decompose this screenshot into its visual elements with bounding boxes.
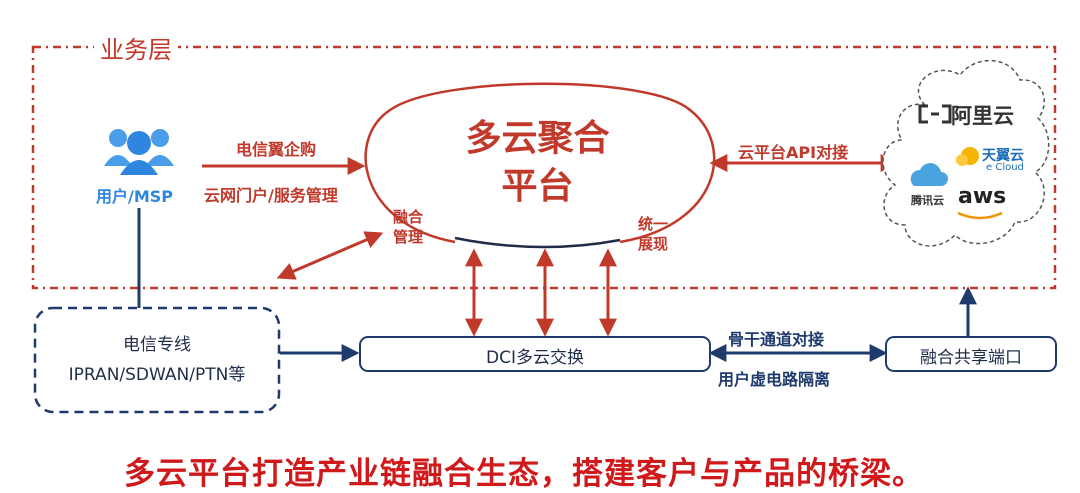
- flow-label-yiqigou: 电信翼企购: [236, 140, 317, 159]
- core-title-line2: 平台: [501, 166, 574, 207]
- flow-label-portal: 云网门户/服务管理: [204, 186, 338, 205]
- core-tag-right-line1: 统一: [638, 215, 669, 233]
- leased-line-text: 电信专线 IPRAN/SDWAN/PTN等: [35, 330, 279, 390]
- tianyi-sub-label: e Cloud: [986, 162, 1024, 173]
- core-platform-ellipse: [364, 82, 716, 244]
- users-icon: [104, 129, 174, 175]
- core-title-line1: 多云聚合: [465, 118, 610, 159]
- core-platform-title: 多云聚合 平台: [430, 115, 645, 211]
- leased-line-box: [33, 306, 281, 414]
- leased-line-title: 电信专线: [123, 335, 191, 355]
- tencent-label: 腾讯云: [911, 194, 944, 207]
- business-layer-title: 业务层: [94, 30, 178, 65]
- core-tag-unified-display: 统一 展现: [638, 214, 668, 254]
- arrow-fusion-management: [276, 231, 384, 280]
- dci-label: DCI多云交换: [486, 348, 584, 368]
- backbone-label: 骨干通道对接: [728, 330, 825, 349]
- user-msp-label: 用户/MSP: [96, 187, 174, 206]
- share-port-box: [885, 336, 1057, 372]
- aliyun-icon: [918, 104, 952, 124]
- core-tag-fusion-management: 融合 管理: [393, 207, 423, 247]
- core-tag-left-line1: 融合: [393, 208, 424, 226]
- slogan-text: 多云平台打造产业链融合生态，搭建客户与产品的桥梁。: [124, 456, 924, 492]
- aws-label: aws: [958, 184, 1007, 209]
- aws-smile-icon: [957, 211, 1003, 220]
- core-tag-left-line2: 管理: [393, 228, 424, 246]
- leased-line-types: IPRAN/SDWAN/PTN等: [68, 365, 246, 385]
- tianyi-label: 天翼云: [982, 148, 1024, 164]
- tianyi-cloud-icon: [956, 147, 979, 166]
- dci-box: [359, 336, 711, 372]
- cloud-api-label: 云平台API对接: [738, 143, 849, 162]
- tencent-cloud-icon: [910, 163, 948, 186]
- core-ellipse-bottom-arc: [454, 236, 621, 249]
- aliyun-label: 阿里云: [951, 104, 1014, 128]
- core-tag-right-line2: 展现: [638, 235, 669, 253]
- share-port-label: 融合共享端口: [920, 348, 1022, 368]
- circuit-isolation-label: 用户虚电路隔离: [718, 370, 831, 389]
